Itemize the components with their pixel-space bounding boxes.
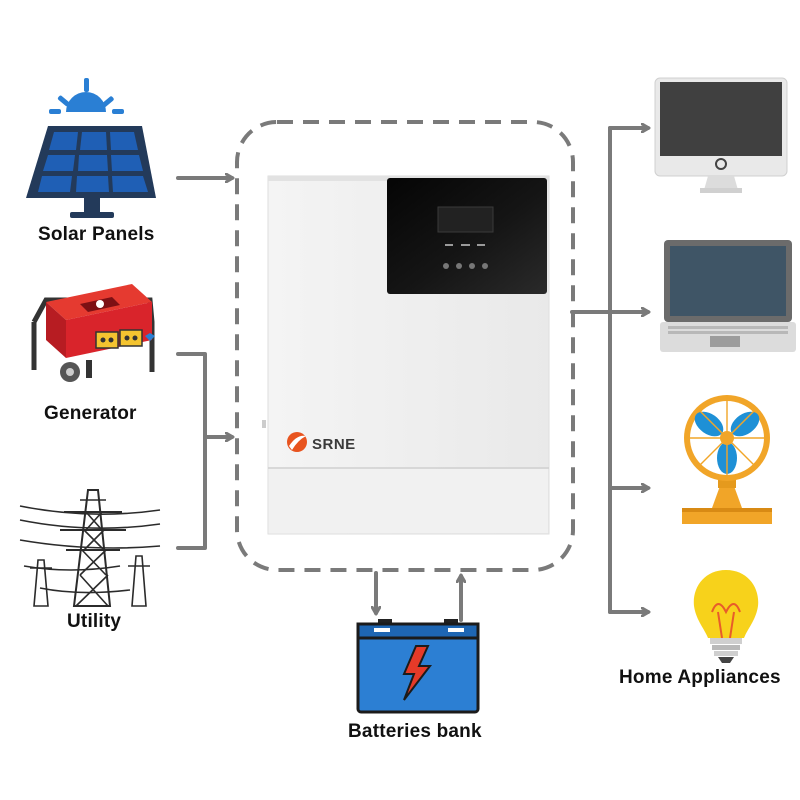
generator-line <box>176 352 207 550</box>
battery-icon <box>356 619 480 714</box>
solar-panels-label: Solar Panels <box>38 224 155 245</box>
home-appliances-label: Home Appliances <box>619 667 781 688</box>
inverter-button-4 <box>482 263 488 269</box>
inverter-boundary <box>235 120 575 572</box>
utility-label: Utility <box>67 611 122 632</box>
light-bulb-icon <box>693 570 759 663</box>
laptop-icon <box>660 240 796 352</box>
inverter-button-3 <box>469 263 475 269</box>
srne-logo-icon <box>287 432 307 452</box>
batteries-bank-label: Batteries bank <box>348 721 482 742</box>
inverter-button-1 <box>443 263 449 269</box>
fan-icon <box>682 395 772 524</box>
inverter-button-2 <box>456 263 462 269</box>
inverter-brand-label: SRNE <box>312 436 356 453</box>
inverter-device <box>262 175 550 535</box>
solar-panel-icon <box>26 78 156 218</box>
connectors <box>176 128 648 622</box>
generator-icon <box>31 284 155 382</box>
power-tower-icon <box>19 489 161 607</box>
generator-label: Generator <box>44 403 137 424</box>
desktop-monitor-icon <box>654 77 788 193</box>
inverter-display <box>387 178 547 294</box>
